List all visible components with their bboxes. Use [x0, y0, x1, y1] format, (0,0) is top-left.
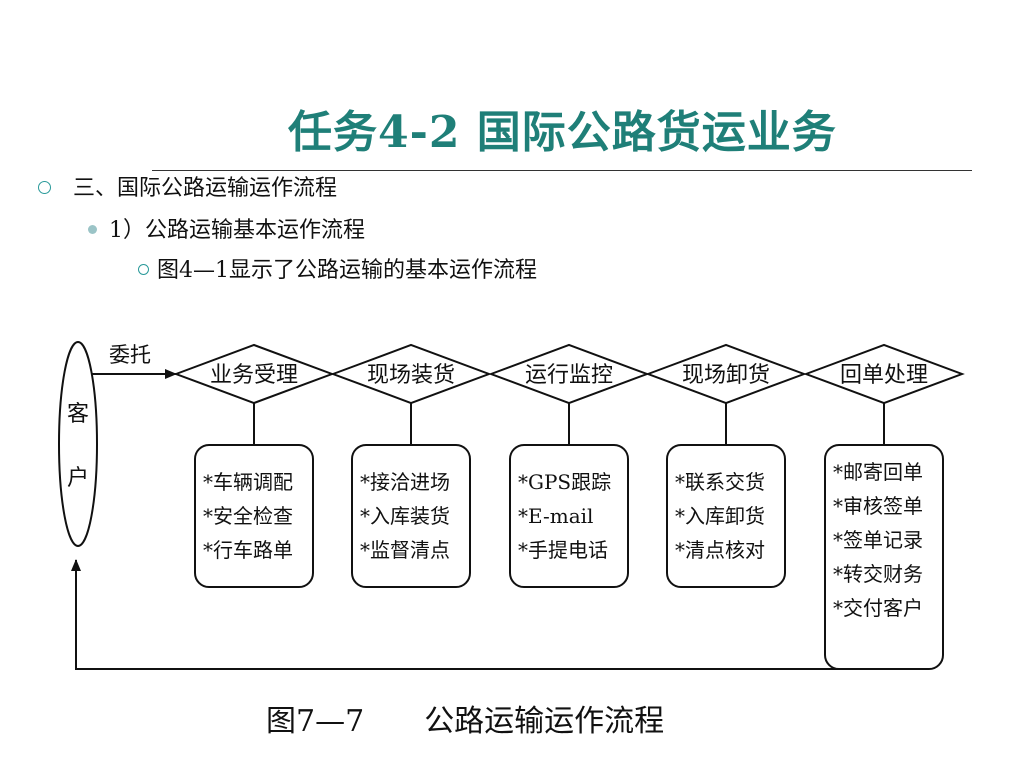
bullet-text: 图4—1显示了公路运输的基本运作流程	[157, 258, 537, 283]
step-detail-box	[666, 444, 786, 588]
step-detail-item: *交付客户	[833, 596, 923, 620]
bullet-level1: 三、国际公路运输运作流程	[38, 176, 337, 202]
process-step: 回单处理 *邮寄回单 *审核签单 *签单记录 *转交财务 *交付客户	[803, 343, 965, 670]
ring-bullet-icon	[138, 263, 149, 275]
process-step: 业务受理 *车辆调配 *安全检查 *行车路单	[173, 343, 335, 588]
process-step: 运行监控 *GPS跟踪 *E-mail *手提电话	[488, 343, 650, 588]
step-detail-box	[351, 444, 471, 588]
bullet-text: 三、国际公路运输运作流程	[73, 176, 338, 201]
step-label: 运行监控	[525, 363, 613, 388]
step-detail-item: *邮寄回单	[833, 460, 923, 484]
step-detail-item: *联系交货	[675, 470, 765, 494]
slide-title: 任务4-2 国际公路货运业务	[288, 107, 837, 158]
bullet-level2: 1）公路运输基本运作流程	[88, 218, 365, 244]
figure-title: 公路运输运作流程	[424, 704, 665, 739]
step-detail-item: *车辆调配	[203, 470, 293, 494]
step-detail-item: *转交财务	[833, 562, 923, 586]
step-detail-item: *入库卸货	[675, 504, 765, 528]
ring-bullet-icon	[38, 180, 51, 194]
step-detail-item: *监督清点	[360, 538, 450, 562]
customer-label-char: 客	[67, 402, 89, 427]
process-step: 现场卸货 *联系交货 *入库卸货 *清点核对	[645, 343, 807, 588]
step-detail-item: *清点核对	[675, 538, 765, 562]
step-detail-item: *安全检查	[203, 504, 293, 528]
step-diamond	[803, 343, 965, 405]
customer-label-char: 户	[67, 466, 89, 491]
step-detail-item: *接洽进场	[360, 470, 450, 494]
step-detail-item: *入库装货	[360, 504, 450, 528]
step-detail-item: *审核签单	[833, 494, 923, 518]
step-label: 现场卸货	[682, 363, 770, 388]
figure-caption: 图7—7 公路运输运作流程	[266, 696, 664, 740]
step-label: 现场装货	[367, 363, 455, 388]
process-steps: 业务受理 *车辆调配 *安全检查 *行车路单 现场装货 *接洽进场 *入库装货 *监督清点 运行…	[173, 343, 965, 670]
bullet-level3: 图4—1显示了公路运输的基本运作流程	[138, 258, 537, 284]
step-label: 业务受理	[210, 363, 298, 388]
step-detail-item: *E-mail	[518, 504, 593, 528]
bullet-text: 1）公路运输基本运作流程	[109, 218, 365, 243]
customer-ellipse	[58, 341, 98, 547]
entrust-label: 委托	[109, 343, 151, 367]
figure-number: 图7—7	[266, 704, 365, 739]
step-detail-box	[824, 444, 944, 670]
step-detail-item: *行车路单	[203, 538, 293, 562]
step-detail-item: *手提电话	[518, 538, 608, 562]
process-step: 现场装货 *接洽进场 *入库装货 *监督清点	[330, 343, 492, 588]
step-detail-item: *签单记录	[833, 528, 923, 552]
step-detail-item: *GPS跟踪	[518, 470, 611, 494]
title-divider	[152, 170, 972, 171]
dot-bullet-icon	[88, 224, 97, 234]
step-label: 回单处理	[840, 363, 928, 388]
step-detail-box	[194, 444, 314, 588]
step-detail-box	[509, 444, 629, 588]
